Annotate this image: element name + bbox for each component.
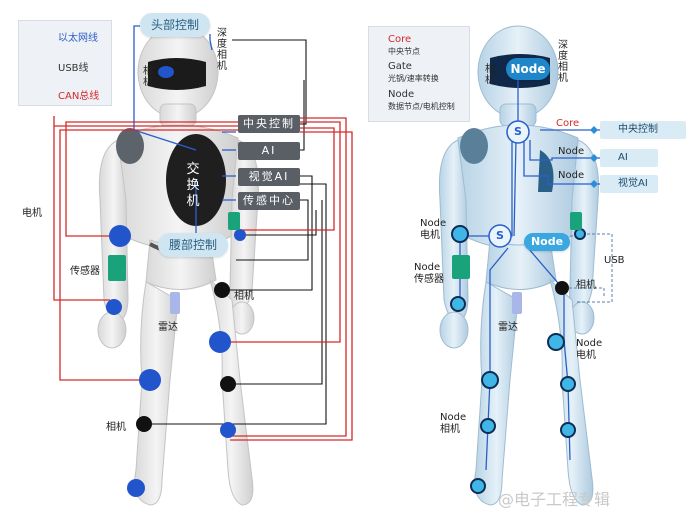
- right-depth-camera-label: 深度相机: [557, 40, 569, 84]
- left-sensor-center-box: 传感中心: [238, 192, 300, 210]
- left-radar-box: [170, 292, 180, 314]
- left-head-visor: [148, 58, 206, 90]
- left-sensor-box: [108, 255, 126, 281]
- legend-node-subtitle: 数据节点/电机控制: [388, 101, 455, 112]
- left-camera-hip-label: 相机: [234, 287, 254, 302]
- right-node2-label: Node: [558, 170, 584, 181]
- right-switch-s2-label: S: [496, 229, 504, 242]
- left-radar-label: 雷达: [158, 318, 178, 333]
- right-ai-box: AI: [600, 149, 658, 167]
- left-ai-box: AI: [238, 142, 300, 160]
- left-central-control-box: 中央控制: [238, 115, 300, 133]
- legend-core-title: Core: [388, 34, 411, 45]
- legend-ethernet-label: 以太网线: [58, 29, 98, 44]
- left-depth-camera-label: 深度相机: [216, 28, 228, 72]
- right-node-sensor-label: Node传感器: [414, 262, 448, 286]
- right-sensor-small: [570, 212, 582, 230]
- right-node-head-pill: Node: [506, 58, 550, 80]
- left-camera-knee-label: 相机: [106, 418, 126, 433]
- left-motor-label: 电机: [22, 204, 42, 219]
- legend-gate-title: Gate: [388, 61, 412, 72]
- right-radar-box: [512, 292, 522, 314]
- right-sensor-box: [452, 255, 470, 279]
- right-node-motor-leg-label: Node电机: [576, 338, 604, 362]
- watermark-text: @电子工程专辑: [498, 486, 610, 510]
- legend-core-subtitle: 中央节点: [388, 46, 420, 57]
- left-waist-control-pill: 腰部控制: [158, 233, 228, 257]
- left-camera-eye: [158, 66, 174, 78]
- right-switch-s-label: S: [514, 125, 522, 138]
- left-switch-label: 交换机: [186, 162, 200, 210]
- right-node-camera-shin-label: Node相机: [440, 412, 468, 436]
- right-usb-label: USB: [604, 255, 625, 266]
- right-node-motor-arm-label: Node电机: [420, 218, 446, 242]
- right-shoulder-pad: [460, 128, 488, 164]
- left-sensor-small: [228, 212, 240, 230]
- legend-usb-label: USB线: [58, 59, 89, 74]
- right-node-waist-pill: Node: [524, 233, 570, 251]
- left-sensor-label: 传感器: [70, 262, 100, 277]
- left-camera-head-label: 相机: [142, 66, 154, 88]
- right-camera-hip-label: 相机: [576, 276, 596, 291]
- right-vision-ai-box: 视觉AI: [600, 175, 658, 193]
- right-central-control-box: 中央控制: [600, 121, 686, 139]
- right-camera-head-label: 相机: [484, 64, 496, 86]
- left-shoulder-pad: [116, 128, 144, 164]
- left-head-control-pill: 头部控制: [140, 13, 210, 37]
- right-radar-label: 雷达: [498, 318, 518, 333]
- right-camera-node: [555, 281, 569, 295]
- legend-node-title: Node: [388, 89, 414, 100]
- left-vision-ai-box: 视觉AI: [238, 168, 300, 186]
- legend-gate-subtitle: 光锅/速率转换: [388, 73, 439, 84]
- right-node1-label: Node: [558, 146, 584, 157]
- right-core-label: Core: [556, 118, 579, 129]
- legend-can-label: CAN总线: [58, 87, 99, 102]
